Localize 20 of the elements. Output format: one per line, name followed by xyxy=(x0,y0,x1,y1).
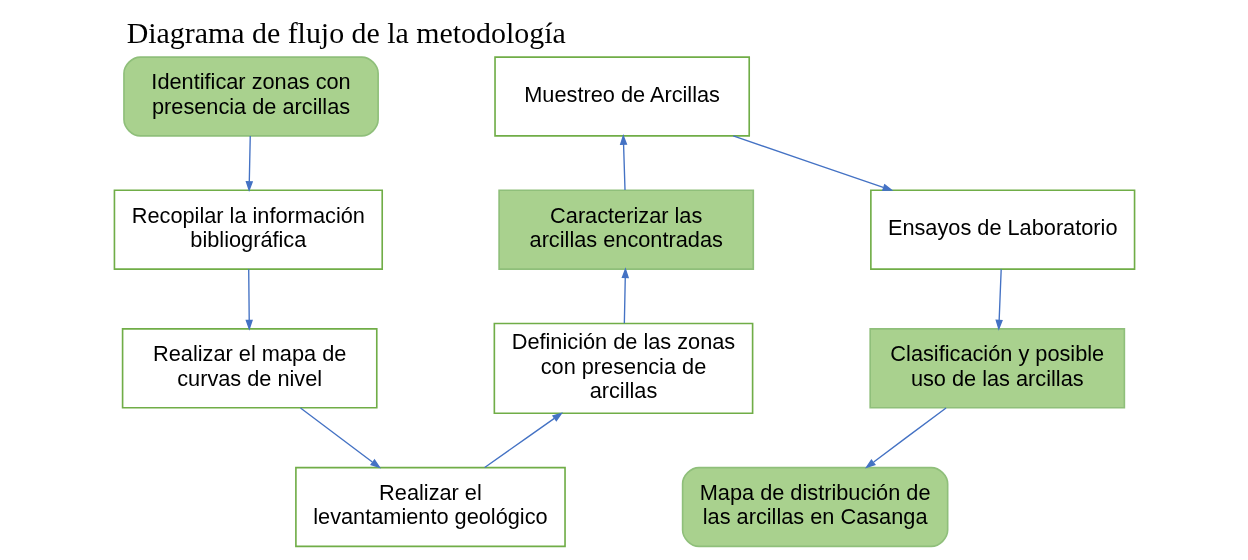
diagram-title: Diagrama de flujo de la metodología xyxy=(126,15,566,49)
node-box: Definición de las zonas con presencia de arcillas xyxy=(493,322,753,415)
node-box: Realizar el mapa de curvas de nivel xyxy=(121,328,378,409)
node-box: Recopilar la información bibliográfica xyxy=(113,189,383,270)
node-box: Muestreo de Arcillas xyxy=(493,56,750,137)
node-box: Caracterizar las arcillas encontradas xyxy=(497,189,754,270)
node-box: Identificar zonas con presencia de arcillas xyxy=(122,56,379,137)
node-box: Realizar el levantamiento geológico xyxy=(294,466,566,548)
arrow xyxy=(244,268,253,331)
arrow xyxy=(245,135,253,193)
arrow xyxy=(619,133,627,191)
arrow xyxy=(994,268,1003,331)
node-box: Mapa de distribución de las arcillas en Casanga xyxy=(681,466,948,548)
node-box: Clasificación y posible uso de las arcillas xyxy=(868,328,1125,409)
arrow xyxy=(732,135,893,191)
arrow xyxy=(299,407,381,469)
arrow xyxy=(864,407,947,469)
node-box: Ensayos de Laboratorio xyxy=(869,189,1135,270)
arrow xyxy=(483,412,563,469)
arrow xyxy=(620,267,629,324)
